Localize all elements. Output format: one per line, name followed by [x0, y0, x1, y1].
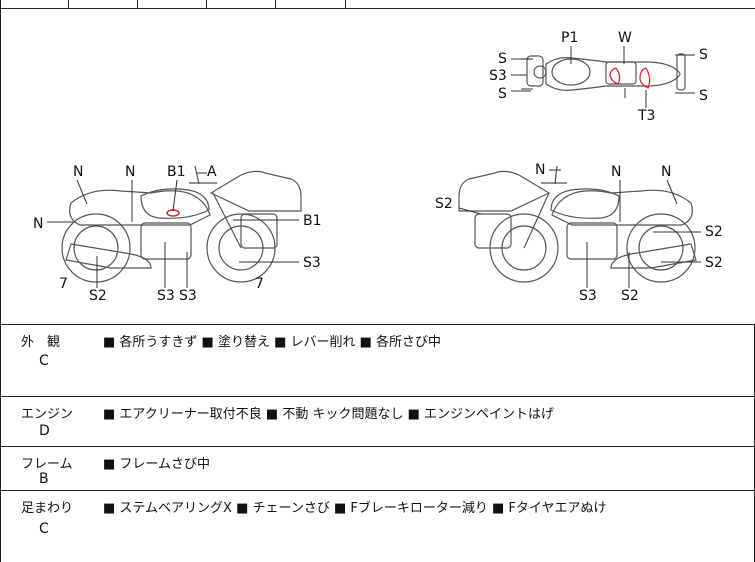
label-s3: S3	[157, 288, 175, 304]
section-category: エンジン	[21, 407, 74, 422]
label-w: W	[618, 30, 632, 46]
label-n: N	[33, 216, 43, 232]
section-category: フレーム	[21, 457, 73, 472]
header-cell	[345, 0, 346, 8]
label-n: N	[73, 164, 83, 180]
label-7: 7	[59, 276, 68, 292]
label-n: N	[611, 164, 621, 180]
section-engine: エンジン D ■ エアクリーナー取付不良 ■ 不動 キック問題なし ■ エンジン…	[0, 396, 755, 447]
label-7: 7	[255, 276, 264, 292]
label-s2: S2	[621, 288, 639, 304]
top-view-bike	[521, 53, 686, 108]
label-s3: S3	[179, 288, 197, 304]
section-grade: D	[39, 423, 50, 439]
section-notes: ■ フレームさび中	[103, 457, 211, 472]
section-grade: C	[39, 353, 49, 369]
header-cell	[137, 0, 138, 8]
label-n: N	[125, 164, 135, 180]
right-side-bike	[458, 165, 697, 283]
damage-diagram-area: P1 W T3 S S3 S S S	[0, 8, 755, 324]
left-side-bike	[61, 165, 302, 283]
section-grade: B	[39, 471, 49, 487]
header-cell	[68, 0, 69, 8]
section-category: 外 観	[21, 335, 61, 350]
label-s3: S3	[579, 288, 597, 304]
section-exterior: 外 観 C ■ 各所うすきず ■ 塗り替え ■ レバー削れ ■ 各所さび中	[0, 324, 755, 397]
label-s2: S2	[705, 224, 723, 240]
label-s3: S3	[489, 68, 507, 84]
label-b1: B1	[167, 164, 186, 180]
section-frame: フレーム B ■ フレームさび中	[0, 446, 755, 491]
section-notes: ■ 各所うすきず ■ 塗り替え ■ レバー削れ ■ 各所さび中	[103, 335, 442, 350]
label-s: S	[498, 86, 507, 102]
label-s: S	[699, 88, 708, 104]
label-s: S	[699, 47, 708, 63]
section-suspension: 足まわり C ■ ステムベアリングX ■ チェーンさび ■ Fブレーキローター減…	[0, 490, 755, 562]
section-grade: C	[39, 521, 49, 537]
header-row-remnant	[0, 0, 755, 9]
label-s2: S2	[435, 196, 453, 212]
header-cell	[206, 0, 207, 8]
label-n: N	[661, 164, 671, 180]
label-p1: P1	[561, 30, 578, 46]
label-t3: T3	[637, 108, 655, 124]
section-notes: ■ エアクリーナー取付不良 ■ 不動 キック問題なし ■ エンジンペイントはげ	[103, 407, 554, 422]
section-notes: ■ ステムベアリングX ■ チェーンさび ■ Fブレーキローター減り ■ Fタイ…	[103, 501, 607, 516]
label-b1: B1	[303, 213, 322, 229]
label-s3: S3	[303, 255, 321, 271]
header-cell	[0, 0, 1, 8]
label-s2: S2	[89, 288, 107, 304]
section-category: 足まわり	[21, 501, 74, 516]
motorcycle-diagram: P1 W T3 S S3 S S S	[33, 30, 723, 304]
label-s2: S2	[705, 255, 723, 271]
label-n: N	[535, 162, 545, 178]
label-a: A	[207, 164, 217, 180]
label-s: S	[498, 51, 507, 67]
header-cell	[275, 0, 276, 8]
